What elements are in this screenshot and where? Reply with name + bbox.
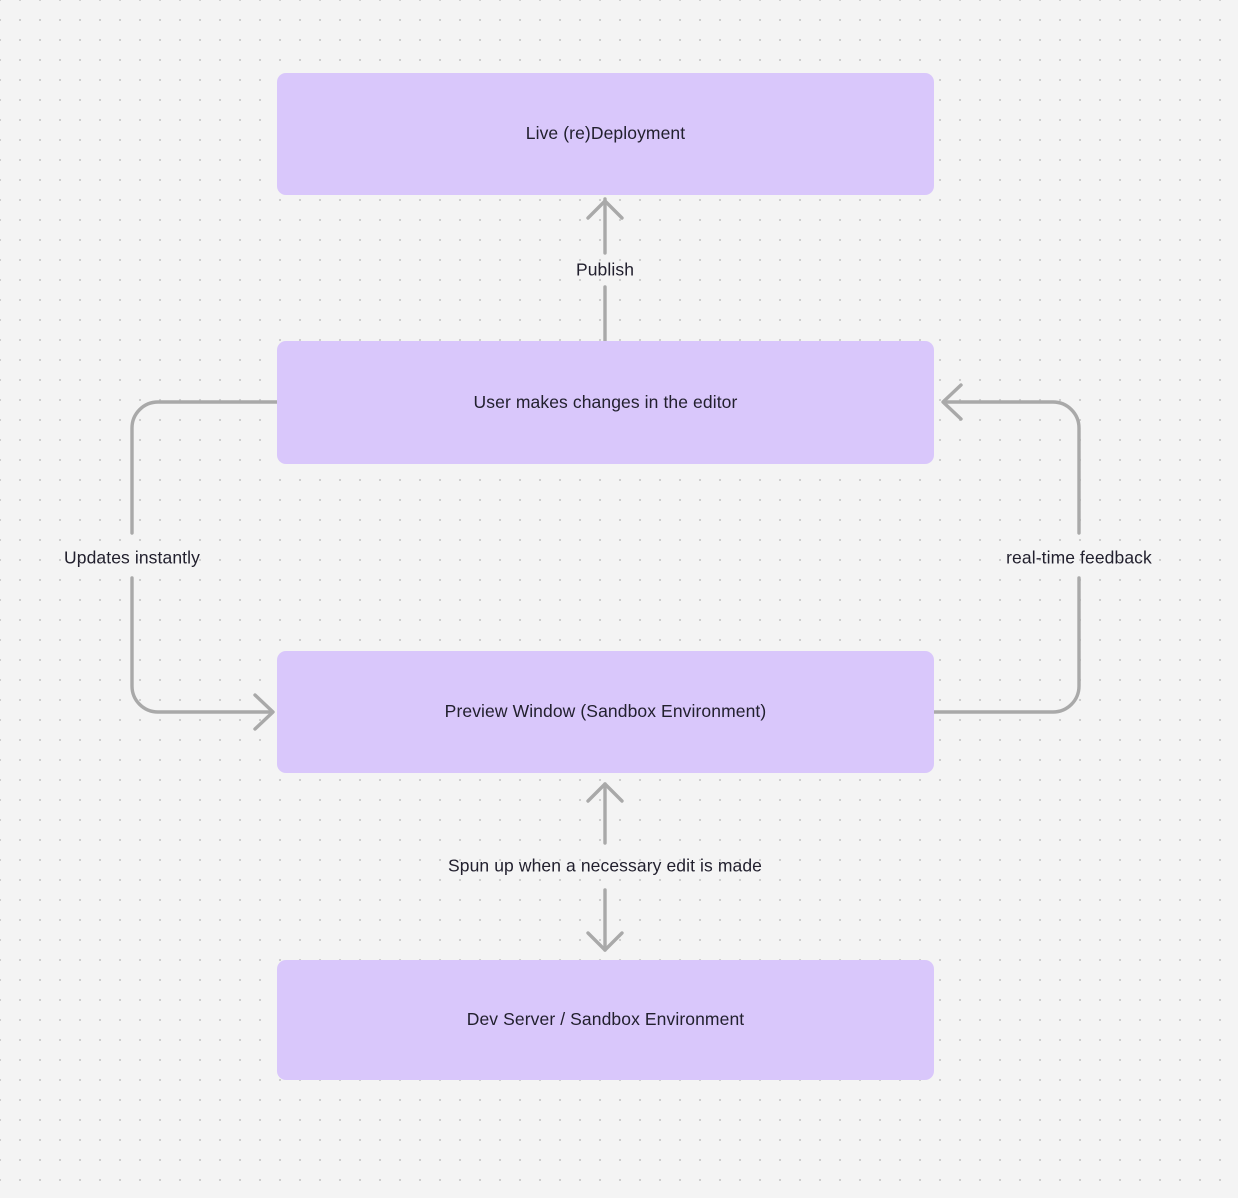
edge-real-time-feedback-arrowhead-icon [941,383,963,421]
node-dev-server[interactable]: Dev Server / Sandbox Environment [277,960,934,1080]
node-user-makes-changes[interactable]: User makes changes in the editor [277,341,934,464]
node-preview-window-label: Preview Window (Sandbox Environment) [444,701,767,722]
edge-label-updates-instantly: Updates instantly [64,547,200,568]
edge-publish-arrowhead-icon [586,199,624,220]
edge-label-real-time-feedback: real-time feedback [1006,547,1152,568]
edge-spun-up-arrowhead-up-icon [586,782,624,803]
node-live-redeployment[interactable]: Live (re)Deployment [277,73,934,195]
edge-updates-instantly-arrowhead-icon [253,693,275,731]
edge-spun-up-arrowhead-down-icon [586,931,624,952]
edge-label-publish: Publish [575,259,635,280]
edge-updates-instantly-line-lower [130,576,274,714]
edge-label-spun-up: Spun up when a necessary edit is made [447,855,763,876]
node-dev-server-label: Dev Server / Sandbox Environment [466,1009,745,1030]
edge-updates-instantly-line-upper [130,400,279,535]
node-user-makes-changes-label: User makes changes in the editor [473,391,738,412]
edge-real-time-feedback-line-lower [932,576,1081,714]
node-preview-window[interactable]: Preview Window (Sandbox Environment) [277,651,934,773]
edge-real-time-feedback-line-upper [942,400,1081,535]
node-live-redeployment-label: Live (re)Deployment [525,123,686,144]
